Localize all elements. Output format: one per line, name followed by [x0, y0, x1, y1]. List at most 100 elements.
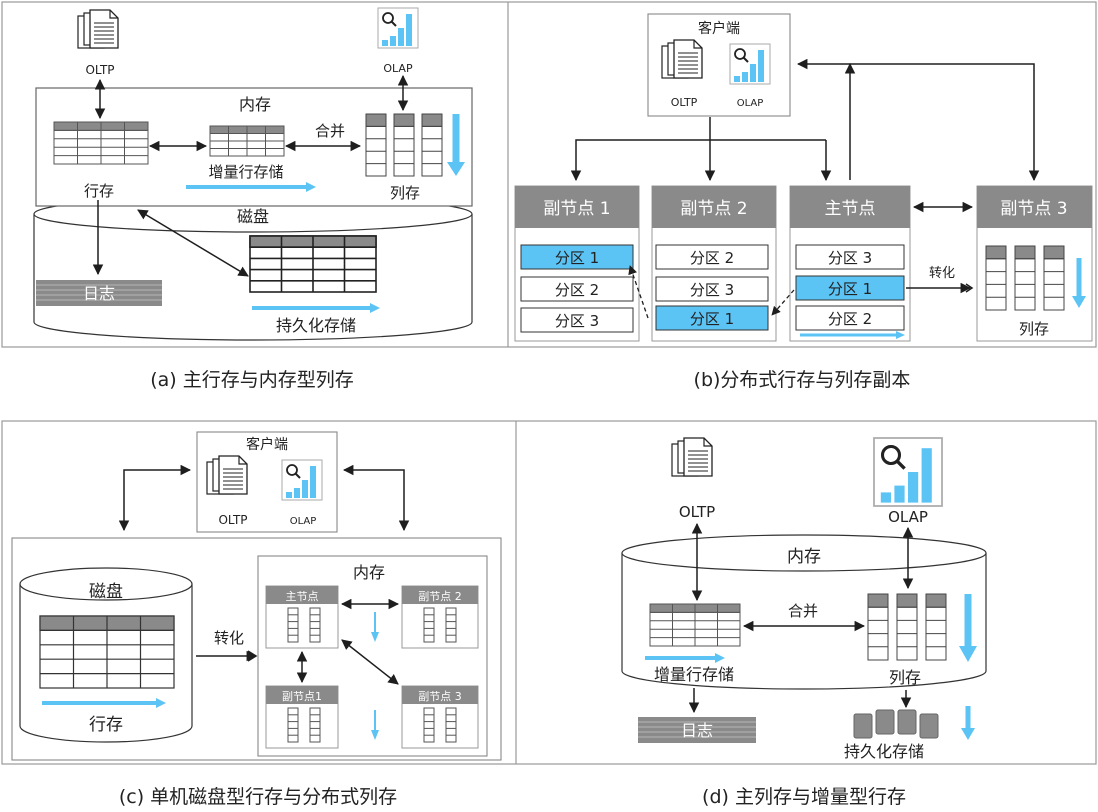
node-flow-arrows — [371, 612, 379, 740]
master-partitions: 分区 3 分区 1 分区 2 — [795, 244, 905, 331]
panel-b-dashed-arrows — [628, 265, 795, 319]
log-label: 日志 — [681, 721, 713, 740]
master-title: 主节点 — [825, 199, 876, 219]
node-column — [287, 707, 299, 743]
partition-box — [655, 305, 769, 331]
partition-label: 分区 1 — [555, 249, 599, 267]
partition-box — [520, 244, 634, 270]
column-store — [867, 593, 947, 661]
partition-label: 分区 2 — [690, 249, 734, 267]
persist-table — [249, 235, 377, 293]
disk-label: 磁盘 — [89, 582, 123, 602]
col-store-label: 列存 — [889, 668, 921, 687]
row-store-label: 行存 — [84, 182, 114, 200]
panel-d: OLTP OLAP 内存 增量行存储 合并 列存 日志 持久化存储 — [621, 436, 987, 808]
olap-label: OLAP — [737, 98, 764, 109]
log-label: 日志 — [83, 284, 115, 303]
merge-label: 合并 — [315, 122, 345, 140]
col-flow-head — [959, 646, 977, 662]
delta-store-label: 增量行存储 — [208, 163, 283, 181]
caption-c: (c) 单机磁盘型行存与分布式列存 — [119, 786, 397, 808]
partition-label: 分区 3 — [555, 312, 599, 330]
partition-label: 分区 2 — [555, 281, 599, 299]
log-bar — [36, 280, 162, 306]
row-store-table — [39, 615, 175, 689]
oltp-docs-icon — [77, 9, 119, 49]
client-label: 客户端 — [698, 20, 740, 37]
persist-label: 持久化存储 — [276, 316, 356, 335]
delta-flow-head — [715, 653, 725, 663]
oltp-label: OLTP — [671, 96, 698, 109]
partition-box — [655, 276, 769, 302]
col-store-label: 列存 — [390, 184, 420, 202]
partition-label: 分区 1 — [828, 280, 872, 298]
replica2-title: 副节点 2 — [680, 199, 747, 219]
replica3-header — [977, 186, 1092, 228]
oltp-label: OLTP — [218, 513, 247, 527]
panel-d-arrows — [688, 522, 914, 714]
client-label: 客户端 — [246, 436, 288, 453]
persist-flow-head — [370, 303, 380, 313]
node-column — [309, 707, 321, 743]
oltp-docs-icon — [206, 455, 248, 495]
panel-frames — [1, 1, 1097, 765]
olap-label: OLAP — [290, 516, 317, 527]
olap-chart-icon — [872, 436, 944, 508]
master-header — [790, 186, 910, 228]
persist-blocks — [853, 709, 939, 739]
convert-label: 转化 — [214, 629, 244, 647]
replica1-partitions: 分区 1 分区 2 分区 3 — [520, 244, 634, 333]
olap-label: OLAP — [888, 508, 928, 526]
oltp-label: OLTP — [85, 63, 114, 77]
convert-label: 转化 — [929, 266, 955, 281]
replica1-header — [515, 186, 639, 228]
olap-label: OLAP — [383, 62, 413, 75]
panel-c-arrows — [118, 464, 410, 685]
delta-store-table — [649, 603, 741, 647]
panel-b: 客户端 OLTP OLAP 副节点 1 副节点 2 主节点 副节点 3 分区 1… — [514, 13, 1093, 391]
replica2-header — [652, 186, 776, 228]
partition-label: 分区 3 — [828, 249, 872, 267]
row-flow-head — [156, 698, 166, 708]
caption-b: (b)分布式行存与列存副本 — [694, 369, 911, 391]
panel-c: 客户端 OLTP OLAP 磁盘 行存 转化 内存 主节点 副节点 2 — [11, 431, 502, 808]
replica3-col-flow-head — [1072, 296, 1086, 308]
persist-block — [875, 709, 895, 735]
log-bar-stripes — [638, 721, 756, 738]
partition-box — [520, 276, 634, 302]
replica3-node: 副节点 3 — [401, 685, 479, 749]
partition-box — [795, 275, 905, 301]
delta-store-label: 增量行存储 — [654, 665, 734, 684]
replica2-title: 副节点 2 — [418, 590, 462, 603]
row-store-label: 行存 — [89, 715, 123, 735]
disk-label: 磁盘 — [237, 207, 269, 226]
caption-d: (d) 主列存与增量型行存 — [702, 786, 906, 808]
panel-b-arrows — [570, 58, 1040, 294]
master-node: 主节点 — [265, 585, 339, 649]
log-bar — [638, 717, 756, 743]
partition-box — [520, 307, 634, 333]
node-column — [423, 707, 435, 743]
oltp-docs-icon — [661, 39, 703, 79]
persist-block — [919, 713, 939, 739]
olap-chart-icon — [729, 43, 771, 85]
log-bar-stripes — [36, 284, 162, 301]
delta-flow-head — [306, 182, 316, 192]
node-column — [445, 707, 457, 743]
partition-label: 分区 1 — [690, 310, 734, 328]
replica3-title: 副节点 3 — [1000, 199, 1067, 219]
partition-label: 分区 3 — [690, 281, 734, 299]
oltp-label: OLTP — [679, 503, 715, 521]
persist-flow-head — [961, 728, 975, 740]
node-column-stores — [287, 607, 457, 743]
replica3-col-label: 列存 — [1019, 320, 1049, 338]
replica3-title: 副节点 3 — [418, 690, 462, 703]
persist-label: 持久化存储 — [844, 742, 924, 761]
caption-a: (a) 主行存与内存型列存 — [150, 369, 354, 391]
memory-label: 内存 — [787, 547, 821, 567]
merge-label: 合并 — [788, 602, 818, 620]
memory-label: 内存 — [239, 95, 271, 114]
memory-label: 内存 — [353, 563, 385, 582]
persist-block — [897, 709, 917, 735]
master-title: 主节点 — [286, 590, 319, 603]
